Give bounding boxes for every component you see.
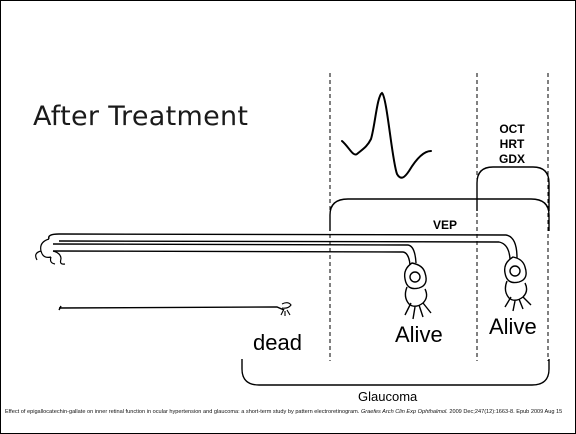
axon-dead bbox=[59, 306, 284, 310]
citation-journal: Graefes Arch Clin Exp Ophthalmol. bbox=[361, 409, 448, 415]
citation-trailing: Dec;247(12):1663-8. Epub 2009 Aug 15 bbox=[463, 409, 562, 415]
vep-label: VEP bbox=[433, 218, 457, 232]
alive-label-middle: Alive bbox=[395, 322, 443, 348]
test-oct: OCT bbox=[499, 122, 525, 137]
slide-title: After Treatment bbox=[33, 101, 248, 132]
axon-terminal-lower bbox=[53, 251, 65, 264]
ganglion-cell-right bbox=[505, 257, 531, 311]
axon-terminal-upper bbox=[36, 239, 55, 264]
bracket-oct-hrt-gdx bbox=[477, 167, 549, 211]
citation-year: 2009 bbox=[449, 409, 461, 415]
axon-right-cell bbox=[49, 234, 517, 259]
perg-waveform bbox=[342, 93, 431, 178]
alive-label-right: Alive bbox=[489, 314, 537, 340]
ganglion-cell-middle bbox=[405, 263, 431, 319]
glaucoma-label: Glaucoma bbox=[358, 389, 417, 404]
citation: Effect of epigallocatechin-gallate on in… bbox=[5, 409, 565, 416]
test-gdx: GDX bbox=[499, 152, 525, 167]
citation-text: Effect of epigallocatechin-gallate on in… bbox=[5, 409, 359, 415]
dead-label: dead bbox=[253, 330, 302, 356]
bracket-glaucoma bbox=[242, 359, 549, 385]
structural-tests-list: OCT HRT GDX bbox=[499, 122, 525, 167]
axon-middle-cell bbox=[53, 244, 416, 265]
test-hrt: HRT bbox=[499, 137, 525, 152]
